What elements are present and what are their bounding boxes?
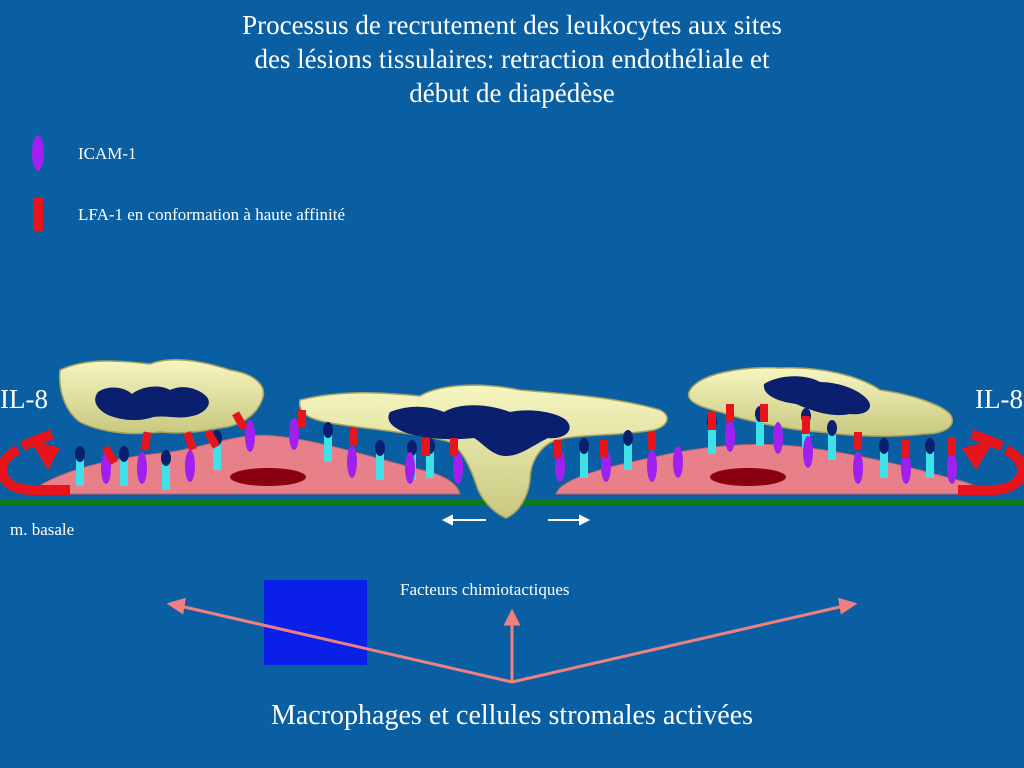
title-line-3: début de diapédèse [409, 78, 615, 108]
title-line-1: Processus de recrutement des leukocytes … [242, 10, 782, 40]
legend-lfa1-label: LFA-1 en conformation à haute affinité [78, 205, 346, 224]
receptor-stem [120, 458, 128, 486]
lfa1-molecule [854, 432, 862, 450]
lfa1-molecule [726, 404, 734, 422]
lfa1-molecule [760, 404, 768, 422]
lfa1-molecule [554, 440, 562, 458]
icam1-molecule [647, 450, 657, 482]
lfa1-molecule [802, 416, 810, 434]
retraction-arrows [441, 514, 591, 526]
icam1-molecule [947, 452, 957, 484]
icam1-molecule [673, 446, 683, 478]
icam1-molecule [853, 452, 863, 484]
endothelial-nucleus-left [230, 468, 306, 486]
receptor-head [161, 450, 171, 466]
leukocyte-right [687, 366, 953, 437]
receptor-stem [426, 450, 434, 478]
receptor-head [75, 446, 85, 462]
receptor-stem [926, 450, 934, 478]
receptor-stem [76, 458, 84, 486]
icam1-molecule [289, 418, 299, 450]
il8-arrow-right [958, 429, 1024, 495]
receptor-head [407, 440, 417, 456]
macrophage-box [264, 580, 367, 665]
receptor-head [925, 438, 935, 454]
leukocyte-left [58, 359, 265, 435]
icam1-molecule [137, 452, 147, 484]
receptor-stem [880, 450, 888, 478]
receptor-stem [756, 418, 764, 446]
receptor-stem [708, 426, 716, 454]
lfa1-group [102, 404, 956, 465]
icam1-molecule [245, 420, 255, 452]
lfa1-molecule [298, 410, 306, 428]
receptor-head [579, 438, 589, 454]
lfa1-molecule [648, 432, 656, 450]
lfa1-molecule [948, 438, 956, 456]
legend-lfa1-symbol [33, 197, 43, 231]
lfa1-molecule [422, 438, 430, 456]
page-title: Processus de recrutement des leukocytes … [150, 8, 874, 110]
receptor-stem [828, 432, 836, 460]
lfa1-molecule [450, 438, 458, 456]
legend-icam1-symbol [32, 135, 44, 171]
icam1-molecule [453, 452, 463, 484]
icam1-molecule [803, 436, 813, 468]
lfa1-molecule [140, 431, 152, 451]
lfa1-molecule [102, 445, 118, 465]
receptor-stem [213, 442, 221, 470]
lfa1-molecule [708, 412, 716, 430]
lfa1-molecule [350, 428, 358, 446]
lfa1-molecule [902, 440, 910, 458]
il8-label-right: IL-8 [975, 384, 1023, 414]
icam1-molecule [185, 450, 195, 482]
receptor-stem [324, 434, 332, 462]
receptor-stem [580, 450, 588, 478]
lfa1-molecule [183, 431, 197, 451]
receptor-head [879, 438, 889, 454]
receptor-stem [162, 462, 170, 490]
basement-membrane-label: m. basale [10, 520, 75, 539]
macrophages-label: Macrophages et cellules stromales activé… [270, 700, 754, 731]
receptor-head [827, 420, 837, 436]
title-line-2: des lésions tissulaires: retraction endo… [254, 44, 770, 74]
receptor-head [375, 440, 385, 456]
icam1-molecule [405, 452, 415, 484]
icam1-molecule [347, 446, 357, 478]
chemotactic-factors-label: Facteurs chimiotactiques [400, 580, 570, 599]
receptor-head [119, 446, 129, 462]
il8-label-left: IL-8 [0, 384, 48, 414]
lfa1-molecule [204, 429, 220, 449]
receptor-head [323, 422, 333, 438]
il8-arrow-left [0, 429, 70, 495]
receptor-stem [624, 442, 632, 470]
receptor-head [623, 430, 633, 446]
lfa1-molecule [232, 411, 248, 431]
icam1-group [101, 418, 957, 484]
icam1-molecule [901, 452, 911, 484]
lfa1-molecule [600, 440, 608, 458]
chemotactic-arrows [166, 597, 858, 684]
endothelial-nucleus-right [710, 468, 786, 486]
icam1-molecule [725, 420, 735, 452]
legend-icam1-label: ICAM-1 [78, 144, 137, 163]
receptor-stem [376, 452, 384, 480]
icam1-molecule [773, 422, 783, 454]
